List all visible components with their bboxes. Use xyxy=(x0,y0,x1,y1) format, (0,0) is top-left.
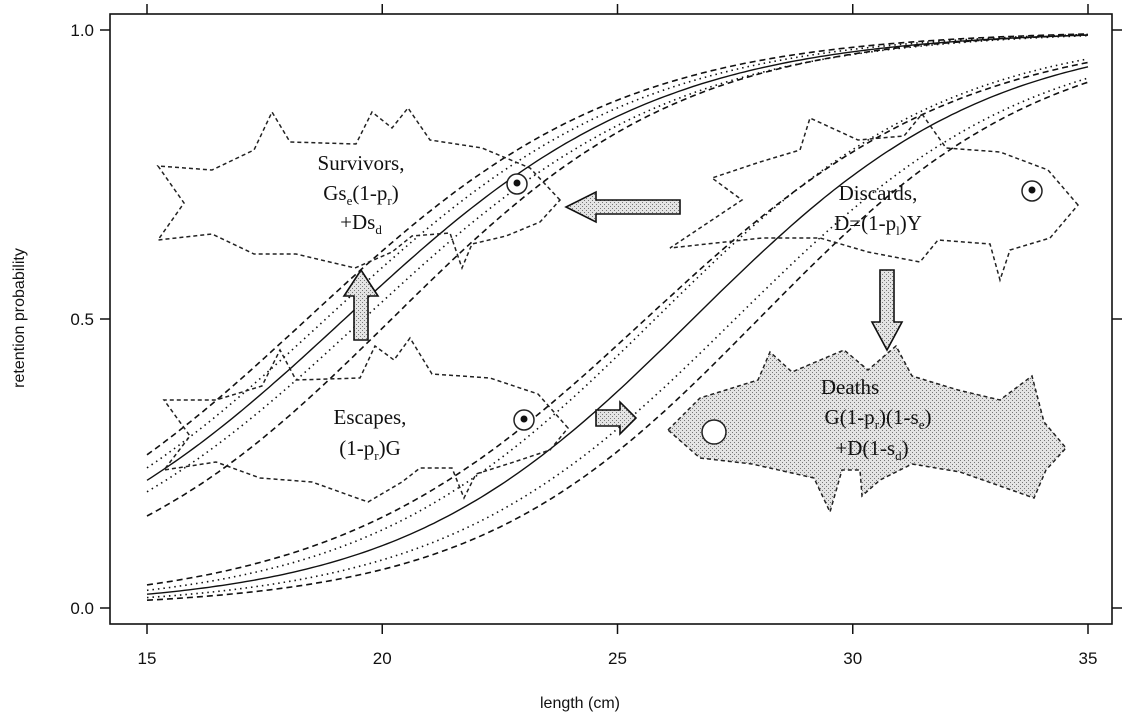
retention-curve-4 xyxy=(146,34,1089,517)
arrow-discards-to-survivors-icon xyxy=(564,190,681,224)
deaths-fish: Deaths G(1-pr)(1-se) +D(1-sd) xyxy=(666,344,1067,515)
arrow-escapes-to-survivors-icon xyxy=(342,268,380,341)
y-axis-title: retention probability xyxy=(11,248,28,388)
deaths-fish-eye-icon xyxy=(701,419,727,445)
escapes-formula: (1-pr)G xyxy=(339,436,401,463)
deaths-label: Deaths xyxy=(821,375,879,399)
discards-fish: Discards, D=(1-pl)Y xyxy=(669,112,1079,283)
retention-curve-10 xyxy=(146,61,1089,586)
x-tick-label: 20 xyxy=(373,649,392,668)
survivors-fish: Survivors, Gse(1-pr) +Dsd xyxy=(156,106,562,271)
y-tick-label: 0.5 xyxy=(70,310,94,329)
survivors-formula-line3: +Dsd xyxy=(340,210,382,237)
deaths-fish-outline xyxy=(666,344,1067,515)
escapes-fish: Escapes, (1-pr)G xyxy=(162,336,569,503)
discards-formula: D=(1-pl)Y xyxy=(834,211,922,238)
axis-ticks: 15 20 25 30 35 0.0 0.5 1.0 xyxy=(70,4,1122,668)
retention-curve-8 xyxy=(146,58,1089,592)
deaths-formula-line3: +D(1-sd) xyxy=(835,436,908,463)
escapes-label: Escapes, xyxy=(334,405,407,429)
survivors-fish-pupil xyxy=(513,179,521,187)
discards-label: Discards, xyxy=(839,181,918,205)
deaths-formula: G(1-pr)(1-se) xyxy=(825,405,932,432)
retention-curve-9 xyxy=(146,81,1089,601)
y-tick-label: 0.0 xyxy=(70,599,94,618)
arrow-discards-to-deaths-icon xyxy=(870,269,904,352)
escapes-fish-outline xyxy=(162,336,569,503)
plot-frame xyxy=(109,13,1113,625)
retention-curve-3 xyxy=(146,33,1089,469)
retention-curve-6 xyxy=(146,66,1089,595)
x-axis-title: length (cm) xyxy=(540,695,620,712)
escapes-fish-pupil xyxy=(520,415,528,423)
survivors-label: Survivors, xyxy=(318,151,405,175)
discards-fish-pupil xyxy=(1028,186,1036,194)
arrow-escapes-to-deaths-icon xyxy=(595,400,638,436)
retention-curve-7 xyxy=(146,77,1089,599)
discards-fish-outline xyxy=(669,112,1079,283)
survivors-formula: Gse(1-pr) xyxy=(323,181,398,208)
curve-group xyxy=(146,33,1089,601)
retention-curve-5 xyxy=(146,33,1089,456)
retention-curve-1 xyxy=(146,34,1089,481)
x-tick-label: 25 xyxy=(608,649,627,668)
x-tick-label: 15 xyxy=(138,649,157,668)
survivors-fish-outline xyxy=(156,106,562,271)
x-tick-label: 30 xyxy=(843,649,862,668)
x-tick-label: 35 xyxy=(1079,649,1098,668)
y-tick-label: 1.0 xyxy=(70,21,94,40)
